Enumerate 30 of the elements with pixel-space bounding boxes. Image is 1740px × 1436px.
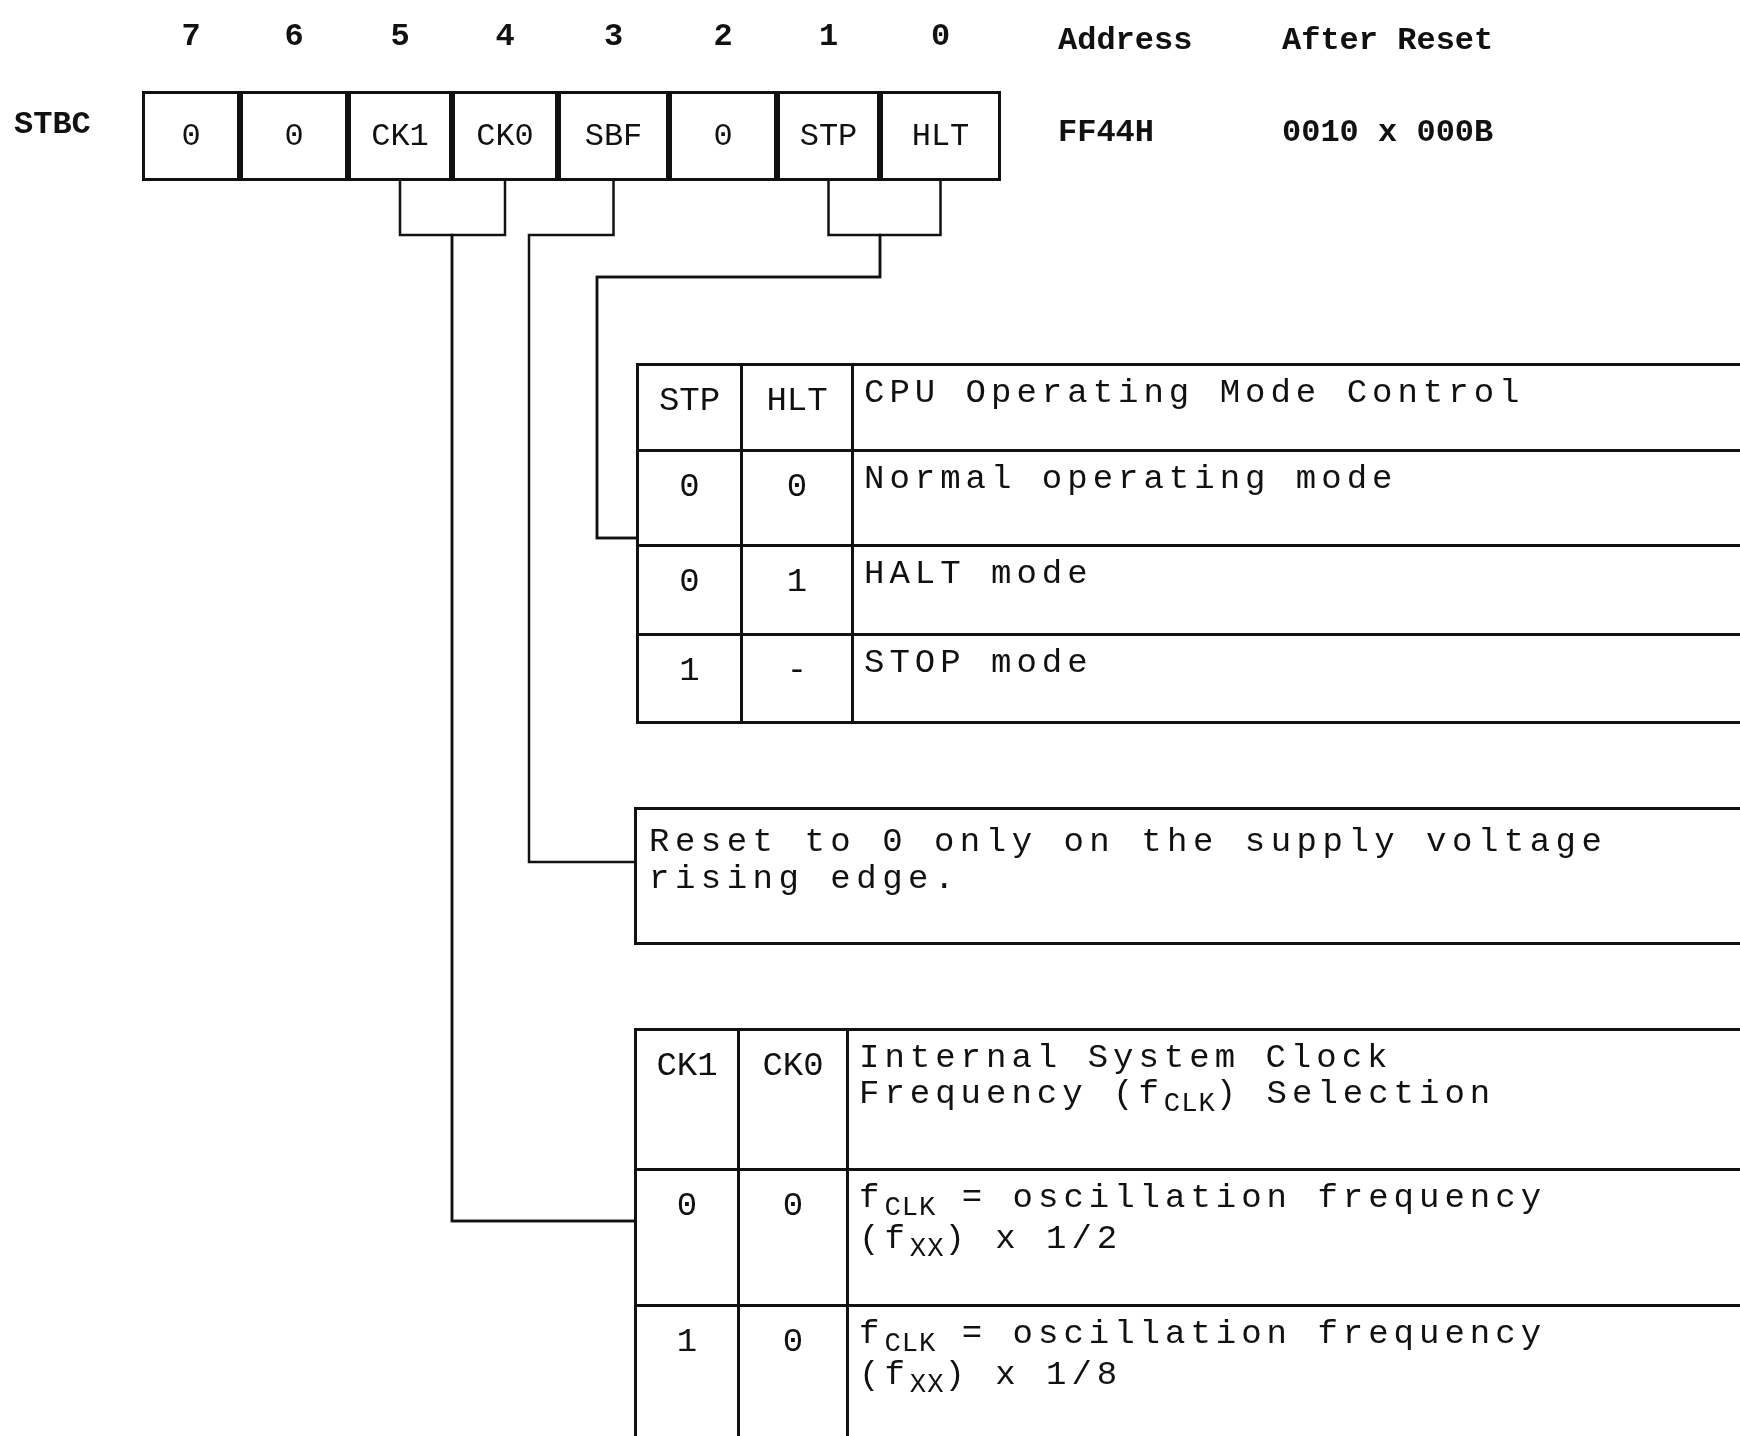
leader-line: [595, 181, 942, 540]
bit-field: CK1: [348, 91, 452, 181]
bit-number: 0: [931, 18, 951, 55]
leader-line: [527, 181, 634, 864]
bit-field: 0: [669, 91, 777, 181]
mode-table: [636, 363, 1740, 721]
clock-table: [634, 1028, 1740, 1436]
leader-line: [450, 181, 634, 1223]
bit-number: 5: [390, 18, 410, 55]
bit-number: 4: [495, 18, 515, 55]
bit-field: SBF: [558, 91, 669, 181]
bit-field: HLT: [880, 91, 1001, 181]
table-cell: 1: [636, 633, 743, 724]
bit-field: 0: [142, 91, 240, 181]
note-box: Reset to 0 only on the supply voltage rising edge.: [634, 807, 1740, 945]
column-heading: Address: [1058, 22, 1193, 59]
bit-field: STP: [777, 91, 880, 181]
reset-value: 0010 x 000B: [1282, 114, 1494, 151]
bit-number: 2: [713, 18, 733, 55]
bit-number: 7: [181, 18, 201, 55]
bit-number: 1: [819, 18, 839, 55]
bit-number: 6: [284, 18, 304, 55]
bit-number: 3: [604, 18, 624, 55]
register-name: STBC: [14, 106, 91, 143]
address-value: FF44H: [1058, 114, 1154, 151]
bit-field: CK0: [452, 91, 558, 181]
table-cell: CK1: [634, 1028, 740, 1171]
bit-field: 0: [240, 91, 348, 181]
table-cell: STP: [636, 363, 743, 452]
column-heading: After Reset: [1282, 22, 1494, 59]
